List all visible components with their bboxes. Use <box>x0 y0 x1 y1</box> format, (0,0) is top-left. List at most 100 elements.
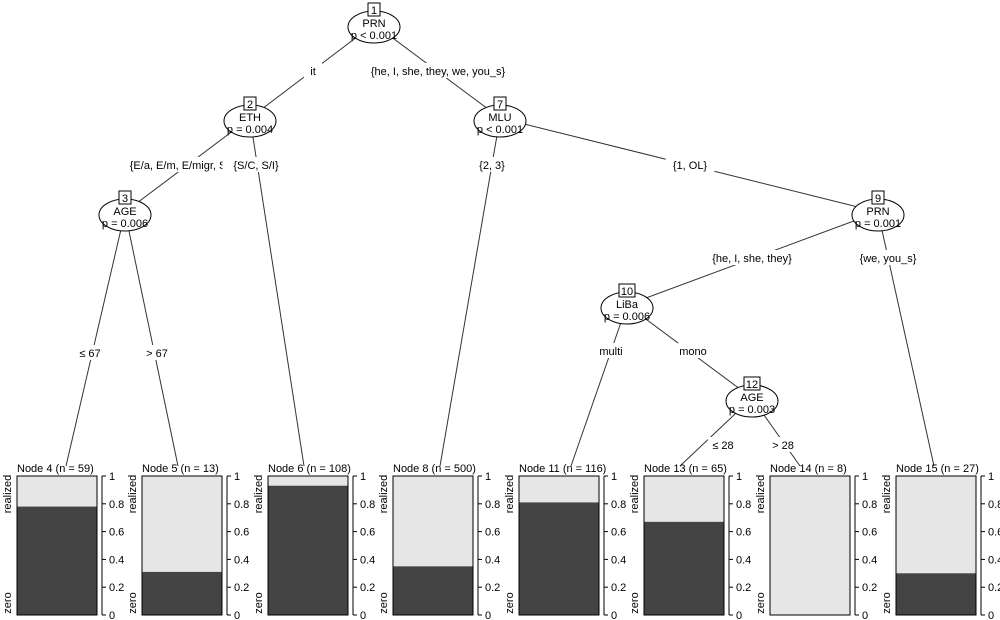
node-id: 10 <box>621 286 633 298</box>
bar-frame <box>141 475 223 616</box>
y-axis-tick-label: 0.2 <box>988 582 1000 594</box>
node-p-value: p < 0.001 <box>351 30 397 42</box>
y-axis-tick-label: 0.8 <box>736 499 751 511</box>
terminal-node-title: Node 13 (n = 65) <box>644 463 727 475</box>
y-axis-tick-label: 0.8 <box>862 499 877 511</box>
node-id: 2 <box>247 99 253 111</box>
y-axis-tick-label: 0.2 <box>109 582 124 594</box>
y-axis-tick-label: 0.6 <box>862 527 877 539</box>
terminal-node-panel: Node 6 (n = 108)realizedzero00.20.40.60.… <box>253 463 375 620</box>
edge-3-5 <box>124 211 179 467</box>
y-axis-tick-label: 0.4 <box>862 554 877 566</box>
edge-label-background <box>303 63 323 78</box>
zero-bar-segment <box>644 521 724 615</box>
node-variable: PRN <box>362 18 385 30</box>
bar-frame <box>16 475 98 616</box>
node-id-box <box>243 96 257 111</box>
edge-label-9-10: {he, I, she, they} <box>712 253 792 265</box>
y-axis-tick-label: 0.4 <box>611 554 626 566</box>
y-axis-tick-label: 0.8 <box>988 499 1000 511</box>
terminal-node-title: Node 8 (n = 500) <box>393 463 476 475</box>
y-axis-tick-label: 0 <box>862 610 868 620</box>
bar-frame <box>895 475 977 616</box>
y-axis-tick-label: 0.2 <box>234 582 249 594</box>
node-variable: AGE <box>740 392 763 404</box>
edge-label-3-4: ≤ 67 <box>79 348 100 360</box>
edge-label-background <box>694 250 810 265</box>
realized-bar-segment <box>770 476 850 615</box>
zero-label: zero <box>881 592 893 613</box>
y-axis-tick-label: 0.8 <box>485 499 500 511</box>
terminal-node-title: Node 15 (n = 27) <box>896 463 979 475</box>
edge-label-10-12: mono <box>679 346 707 358</box>
node-variable: LiBa <box>616 299 639 311</box>
edge-label-7-9: {1, OL} <box>673 160 708 172</box>
node-id: 3 <box>122 193 128 205</box>
y-axis-tick-label: 0.8 <box>360 499 375 511</box>
edge-2-6 <box>249 117 305 467</box>
y-axis-tick-label: 0.6 <box>988 527 1000 539</box>
zero-bar-segment <box>17 506 97 615</box>
edge-label-background <box>592 343 630 358</box>
y-axis-tick-label: 0.8 <box>109 499 124 511</box>
realized-label: realized <box>629 475 641 514</box>
y-axis-tick-label: 1 <box>988 471 994 483</box>
zero-label: zero <box>629 592 641 613</box>
zero-label: zero <box>127 592 139 613</box>
y-axis-tick-label: 1 <box>485 471 491 483</box>
edge-label-background <box>851 250 925 265</box>
edge-label-2-3: {E/a, E/m, E/migr, S/m} <box>130 160 243 172</box>
node-id: 9 <box>875 193 881 205</box>
realized-label: realized <box>253 475 265 514</box>
node-variable: ETH <box>239 112 261 124</box>
terminal-node-title: Node 14 (n = 8) <box>770 463 847 475</box>
edge-label-12-14: > 28 <box>772 440 794 452</box>
zero-label: zero <box>253 592 265 613</box>
y-axis-tick-label: 0.6 <box>485 527 500 539</box>
y-axis-tick-label: 0.2 <box>611 582 626 594</box>
y-axis-tick-label: 0.4 <box>736 554 751 566</box>
edge-label-background <box>74 345 106 360</box>
terminal-node-panel: Node 11 (n = 116)realizedzero00.20.40.60… <box>504 463 626 620</box>
realized-label: realized <box>378 475 390 514</box>
edge-7-8 <box>439 117 501 467</box>
y-axis-tick-label: 0.4 <box>234 554 249 566</box>
node-id: 12 <box>746 379 758 391</box>
bar-frame <box>643 475 725 616</box>
y-axis-tick-label: 0 <box>736 610 742 620</box>
realized-label: realized <box>504 475 516 514</box>
edge-label-3-5: > 67 <box>146 348 168 360</box>
zero-label: zero <box>504 592 516 613</box>
edge-label-background <box>346 63 530 78</box>
realized-label: realized <box>755 475 767 514</box>
node-p-value: p = 0.001 <box>855 218 901 230</box>
bar-frame <box>769 475 851 616</box>
edge-label-9-15: {we, you_s} <box>860 253 917 265</box>
edge-labels: it{he, I, she, they, we, you_s}{E/a, E/m… <box>74 63 925 452</box>
y-axis-tick-label: 0.6 <box>611 527 626 539</box>
y-axis-tick-label: 0.2 <box>360 582 375 594</box>
edge-label-2-6: {S/C, S/I} <box>233 160 279 172</box>
bar-frame <box>392 475 474 616</box>
y-axis-tick-label: 1 <box>360 471 366 483</box>
terminal-node-panel: Node 15 (n = 27)realizedzero00.20.40.60.… <box>881 463 1000 620</box>
tree-edges <box>65 23 935 467</box>
node-p-value: p < 0.001 <box>477 124 523 136</box>
bar-frame <box>518 475 600 616</box>
y-axis-tick-label: 0.4 <box>988 554 1000 566</box>
edge-10-11 <box>570 304 628 467</box>
y-axis-tick-label: 0 <box>234 610 240 620</box>
y-axis-tick-label: 0.6 <box>109 527 124 539</box>
y-axis-tick-label: 0.8 <box>611 499 626 511</box>
terminal-node-panel: Node 4 (n = 59)realizedzero00.20.40.60.8… <box>2 463 124 620</box>
bar-frame <box>267 475 349 616</box>
node-variable: PRN <box>866 206 889 218</box>
zero-bar-segment <box>519 502 599 615</box>
edge-label-1-7: {he, I, she, they, we, you_s} <box>371 66 506 78</box>
y-axis-tick-label: 1 <box>862 471 868 483</box>
node-id-box <box>367 2 381 17</box>
y-axis-tick-label: 0.6 <box>360 527 375 539</box>
